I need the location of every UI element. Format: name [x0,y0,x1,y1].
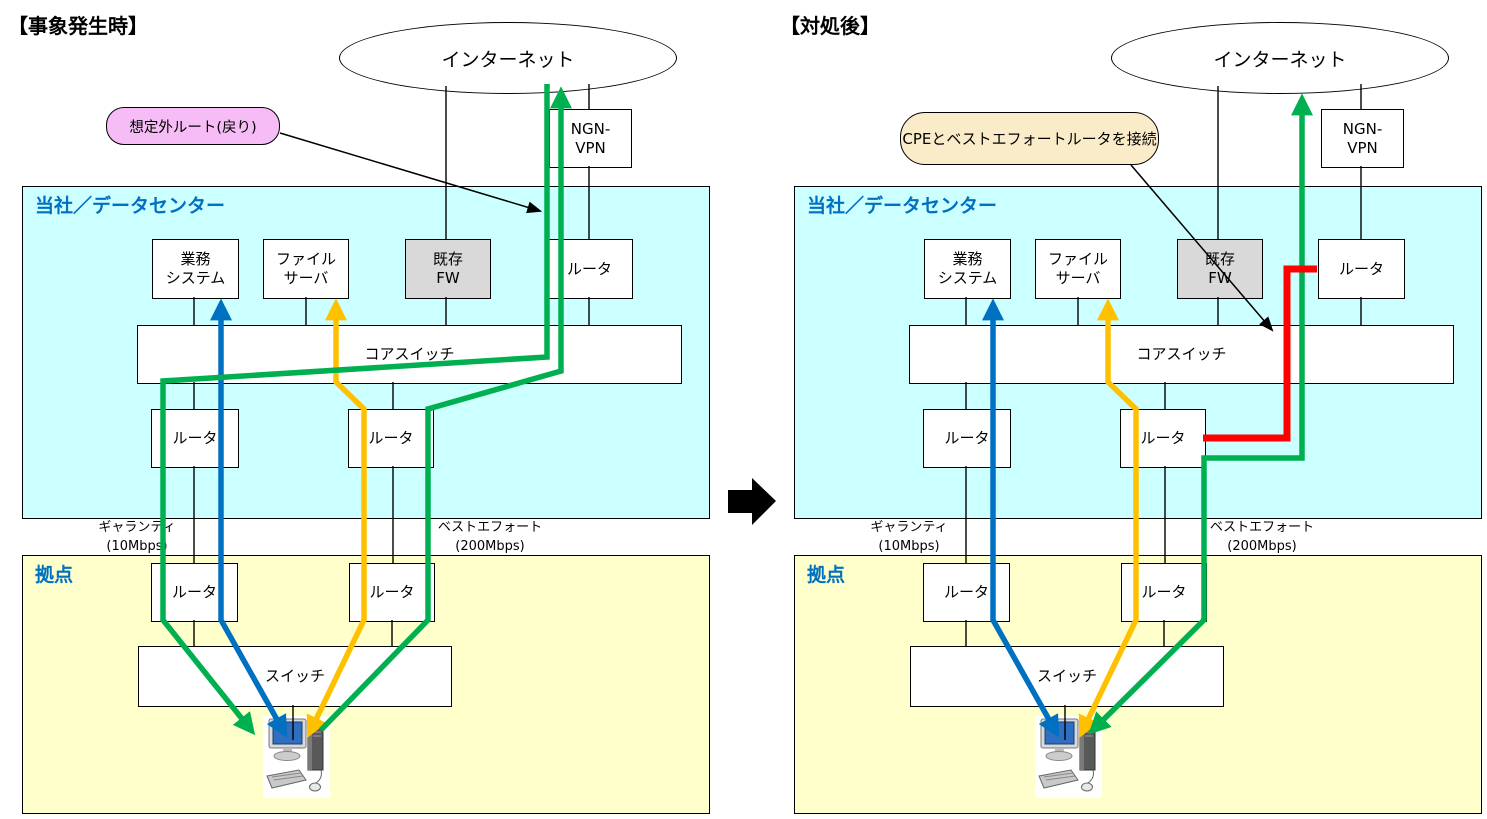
panel-after-title: 【対処後】 [780,14,880,38]
computer-icon [1035,716,1102,798]
existing-fw-box: 既存 FW [1177,239,1263,299]
core-switch-box: コアスイッチ [909,325,1454,384]
site-guarantee-router-box: ルータ [923,563,1010,622]
dc-guarantee-router-box: ルータ [151,409,239,468]
computer-icon [263,716,330,798]
site-zone-label: 拠点 [807,564,846,586]
internet-cloud: インターネット [1111,22,1449,94]
site-besteffort-router-box: ルータ [349,563,435,622]
besteffort-line-label: ベストエフォート (200Mbps) [1209,520,1315,554]
datacenter-zone-label: 当社／データセンター [35,195,226,217]
dc-guarantee-router-box: ルータ [923,409,1011,468]
internet-cloud: インターネット [339,22,677,94]
site-switch-box: スイッチ [138,646,452,707]
cpe-connect-callout: CPEとベストエフォートルータを接続 [900,112,1159,165]
internet-label: インターネット [441,48,575,71]
site-zone-label: 拠点 [35,564,74,586]
file-server-box: ファイル サーバ [263,239,349,299]
datacenter-zone-label: 当社／データセンター [807,195,998,217]
ngn-vpn-box: NGN- VPN [1321,109,1404,168]
site-besteffort-router-box: ルータ [1121,563,1207,622]
dc-internet-router-box: ルータ [1318,239,1405,299]
internet-label: インターネット [1213,48,1347,71]
dc-internet-router-box: ルータ [546,239,633,299]
business-system-box: 業務 システム [924,239,1011,299]
dc-besteffort-router-box: ルータ [348,409,434,468]
panel-before-title: 【事象発生時】 [8,14,148,38]
besteffort-line-label: ベストエフォート (200Mbps) [437,520,543,554]
existing-fw-box: 既存 FW [405,239,491,299]
panel-after: 【対処後】 インターネット CPEとベストエフォートルータを接続 NGN- VP… [772,0,1487,819]
guarantee-line-label: ギャランティ (10Mbps) [98,520,176,554]
business-system-box: 業務 システム [152,239,239,299]
site-guarantee-router-box: ルータ [151,563,238,622]
file-server-box: ファイル サーバ [1035,239,1121,299]
transition-arrow [728,478,776,525]
ngn-vpn-box: NGN- VPN [549,109,632,168]
site-switch-box: スイッチ [910,646,1224,707]
dc-besteffort-router-box: ルータ [1120,409,1206,468]
panel-before: 【事象発生時】 インターネット 想定外ルート(戻り) NGN- VPN 当社／デ… [0,0,715,819]
core-switch-box: コアスイッチ [137,325,682,384]
guarantee-line-label: ギャランティ (10Mbps) [870,520,948,554]
unexpected-route-callout: 想定外ルート(戻り) [106,107,280,145]
